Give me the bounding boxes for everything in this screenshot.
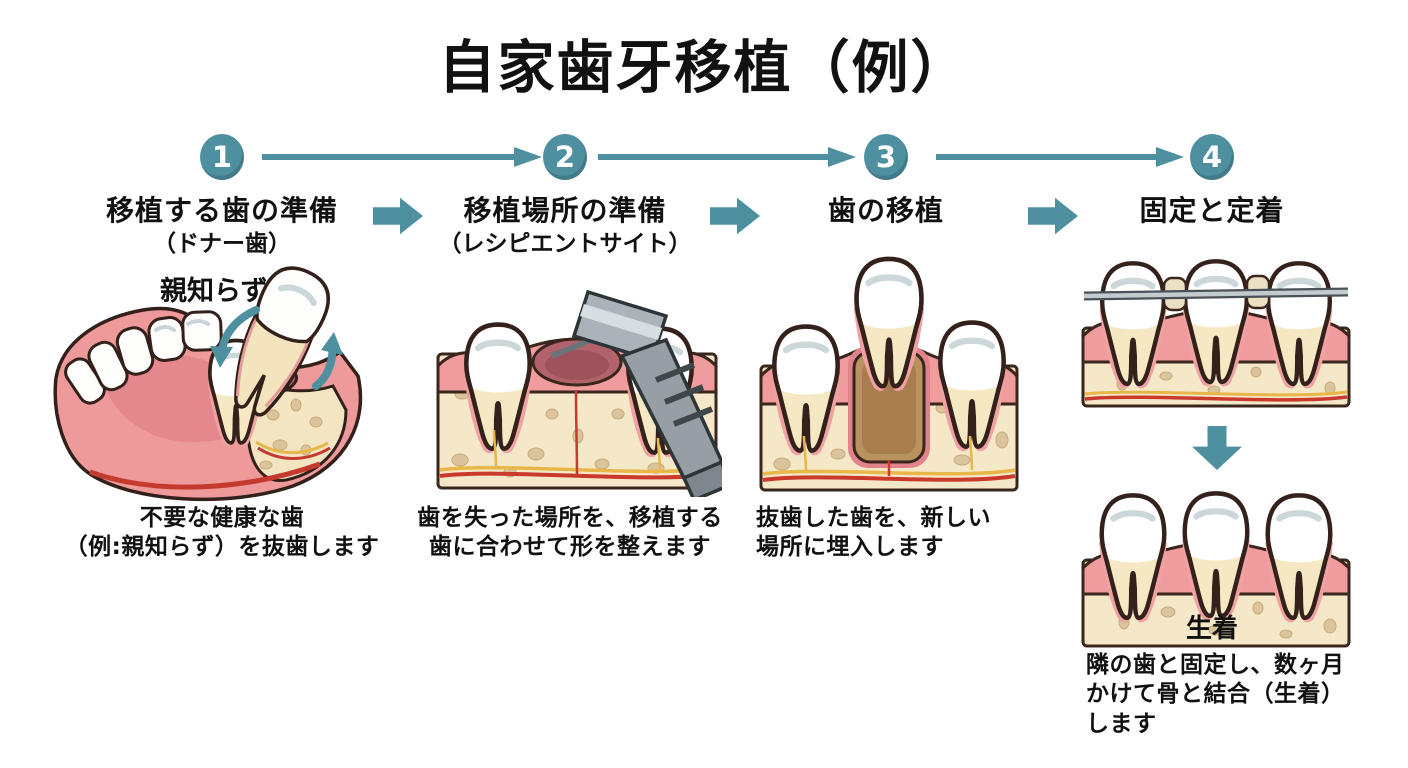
site-preparation-figure <box>436 289 722 497</box>
extraction-arrows-icon <box>210 306 343 390</box>
step-1-title: 移植する歯の準備 <box>105 194 338 227</box>
step-1-description: 不要な健康な歯 （例:親知らず）を抜歯します <box>64 505 380 561</box>
splint-figure <box>1081 248 1351 408</box>
step-2-subtitle: （レシピエントサイト） <box>438 231 692 257</box>
engraftment-figure <box>1081 472 1351 648</box>
step-4-badge: 4 <box>1190 134 1234 180</box>
step-2-title: 移植場所の準備 <box>463 194 667 227</box>
flow-arrow-3-icon <box>936 147 1184 167</box>
wisdom-tooth-label: 親知らず <box>160 276 268 307</box>
step-3-description: 抜歯した歯を、新しい 場所に埋入します <box>756 505 991 561</box>
page-title: 自家歯牙移植（例） <box>438 35 970 101</box>
flow-arrow-1-icon <box>262 147 542 167</box>
extracted-wisdom-tooth <box>234 266 330 417</box>
step-3-title: 歯の移植 <box>827 194 944 227</box>
step-4-number: 4 <box>1201 140 1223 174</box>
splint-wire <box>1083 287 1349 301</box>
step-4-title: 固定と定着 <box>1139 194 1285 227</box>
step-3-badge: 3 <box>864 134 908 180</box>
step-2-badge: 2 <box>543 134 587 180</box>
step-1-badge: 1 <box>200 134 244 180</box>
step-4-description: 隣の歯と固定し、数ヶ月 かけて骨と結合（生着） します <box>1086 652 1345 737</box>
step-1-subtitle: （ドナー歯） <box>153 231 291 257</box>
step-2-number: 2 <box>554 140 576 174</box>
dental-drill <box>550 289 722 497</box>
transplant-figure <box>759 248 1019 492</box>
step-1-number: 1 <box>211 140 233 174</box>
donor-tooth-figure <box>53 266 363 502</box>
step-2-description: 歯を失った場所を、移植する 歯に合わせて形を整えます <box>417 505 723 561</box>
flow-arrow-2-icon <box>598 147 856 167</box>
stage-connector-down-icon <box>1192 426 1242 470</box>
step-3-number: 3 <box>875 140 897 174</box>
engraftment-label: 生着 <box>1186 614 1239 644</box>
